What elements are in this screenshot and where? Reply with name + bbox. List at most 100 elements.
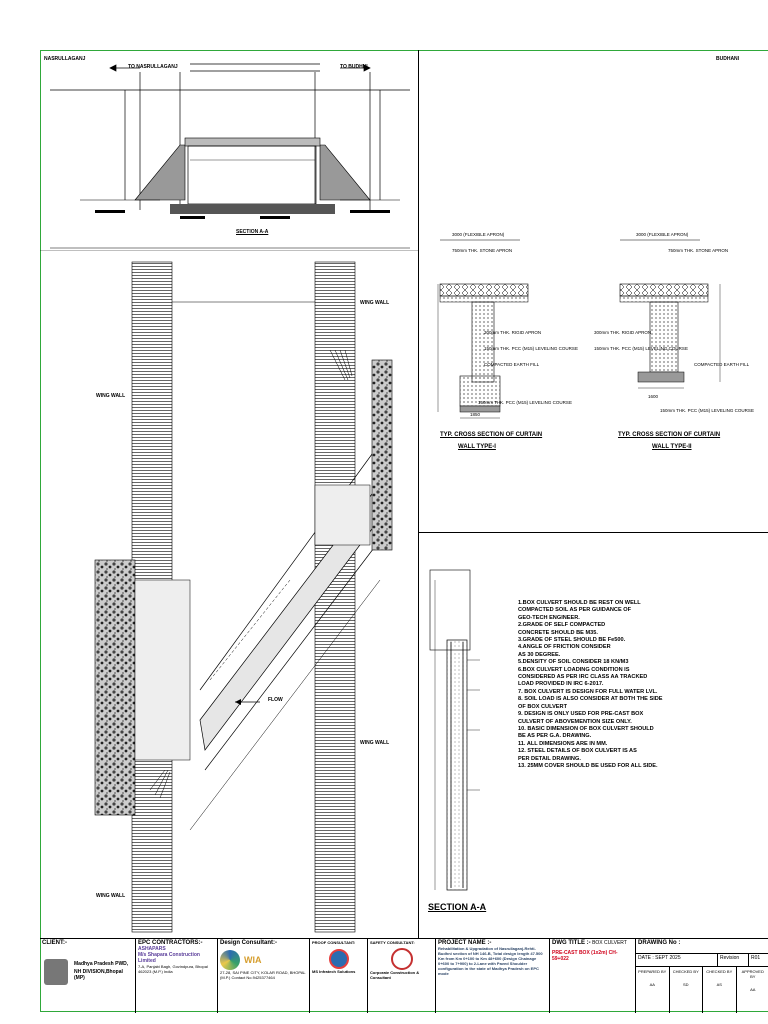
- type2-width-dim: 1600: [648, 394, 659, 399]
- drawing-info-cell: DRAWING No : DATE : SEPT 2025 Revision R…: [636, 939, 768, 1013]
- type2-bottom-pcc: 150mm THK. PCC (M15) LEVELING COURSE: [660, 408, 754, 413]
- drawing-sheet-border: [40, 50, 768, 1012]
- type2-pcc-leveling: 150mm THK. PCC (M15) LEVELING COURSE: [594, 346, 688, 351]
- dwg-title: BOX CULVERT: [592, 940, 627, 946]
- proof-cell: PROOF CONSULTANT: MS Infratech Solutions: [310, 939, 368, 1013]
- culvert-plan-drawing: [40, 250, 418, 933]
- box-wall-section-drawing: [429, 569, 480, 891]
- design-label: Design Consultant:-: [220, 940, 277, 946]
- safety-name: Corporate Construction & Consultant: [370, 970, 420, 980]
- note-line: CONSIDERED AS PER IRC CLASS AA TRACKED: [518, 674, 648, 681]
- direction-nasrullaganj-left: NASRULLAGANJ: [44, 56, 86, 62]
- note-line: 12. STEEL DETAILS OF BOX CULVERT IS AS: [518, 748, 637, 755]
- design-brand: WIA: [244, 955, 262, 965]
- prepared-by-label: PREPARED BY: [638, 969, 667, 974]
- note-line: PER DETAIL DRAWING.: [518, 755, 581, 762]
- type2-flexible-apron: 3000 (FLEXIBLE APRON): [636, 232, 689, 237]
- epc-label: EPC CONTRACTORS:-: [138, 940, 203, 946]
- proof-consultant-logo-icon: [328, 949, 349, 969]
- wing-wall-label-left: WING WALL: [96, 393, 126, 399]
- note-line: COMPACTED SOIL AS PER GUIDANCE OF: [518, 607, 632, 614]
- approved-by-label: APPROVED BY: [741, 969, 764, 979]
- reviewed-by-value: AS: [716, 982, 722, 987]
- type2-compacted-fill: COMPACTED EARTH FILL: [694, 362, 750, 367]
- note-line: 2.GRADE OF SELF COMPACTED: [518, 622, 606, 629]
- note-line: 5.DENSITY OF SOIL CONSIDER 18 KN/M3: [518, 659, 629, 666]
- design-address: 27-28, SAI PINE CITY, KOLAR ROAD, BHOPAL…: [220, 970, 306, 980]
- project-cell: PROJECT NAME :- Rehabilitation & Upgrada…: [436, 939, 550, 1013]
- client-label: CLIENT:-: [42, 940, 67, 946]
- epc-cell: EPC CONTRACTORS:- ASHAPARS M/s Shapara C…: [136, 939, 218, 1013]
- type1-stone-apron: 750mm THK. STONE APRON: [452, 248, 513, 253]
- wing-wall-label-right-bottom: WING WALL: [360, 740, 390, 746]
- flow-label: FLOW: [268, 697, 283, 703]
- proof-label: PROOF CONSULTANT:: [312, 940, 356, 945]
- dwg-title-detail: PRE-CAST BOX (1x2m) CH-59+022: [552, 950, 618, 962]
- safety-cell: SAFETY CONSULTANT: Corporate Constructio…: [368, 939, 436, 1013]
- dwg-title-cell: DWG TITLE :- BOX CULVERT PRE-CAST BOX (1…: [550, 939, 636, 1013]
- design-consultant-logo-icon: [220, 950, 240, 970]
- revision-label: Revision: [717, 954, 748, 966]
- type2-rigid-apron: 300mm THK. RIGID APRON: [594, 330, 652, 335]
- client-name-line2: NH DIVISION,Bhopal (MP): [74, 969, 123, 981]
- note-line: GEO-TECH ENGINEER.: [518, 614, 580, 621]
- type2-title-line2: WALL TYPE-II: [652, 444, 692, 450]
- note-line: 11. ALL DIMENSIONS ARE IN MM.: [518, 740, 608, 747]
- general-notes: 1.BOX CULVERT SHOULD BE REST ON WELL COM…: [518, 600, 678, 770]
- note-line: OF BOX CULVERT: [518, 703, 567, 710]
- note-line: 7. BOX CULVERT IS DESIGN FOR FULL WATER …: [518, 688, 658, 695]
- client-cell: CLIENT:- Madhya Pradesh PWD, NH DIVISION…: [40, 939, 136, 1013]
- note-line: 8. SOIL LOAD IS ALSO CONSIDER AT BOTH TH…: [518, 696, 663, 703]
- type1-bottom-pcc: 150mm THK. PCC (M15) LEVELING COURSE: [478, 400, 572, 405]
- govt-emblem-icon: [44, 959, 68, 985]
- note-line: 13. 25MM COVER SHOULD BE USED FOR ALL SI…: [518, 762, 658, 769]
- curtain-wall-type2-drawing: [619, 239, 721, 389]
- note-line: 1.BOX CULVERT SHOULD BE REST ON WELL: [518, 600, 641, 606]
- design-cell: Design Consultant:- WIA 27-28, SAI PINE …: [218, 939, 310, 1013]
- epc-brand-logo: ASHAPARS: [138, 946, 166, 952]
- note-line: 4.ANGLE OF FRICTION CONSIDER: [518, 644, 611, 651]
- safety-label: SAFETY CONSULTANT:: [370, 940, 415, 945]
- note-line: LOAD PROVIDED IN IRC 6-2017.: [518, 681, 604, 688]
- proof-name: MS Infratech Solutions: [312, 969, 356, 974]
- section-aa-drawing: [50, 63, 410, 249]
- reviewed-by-label: CHECKED BY: [706, 969, 733, 974]
- project-description: Rehabilitation & Upgradation of Nasrulla…: [438, 946, 543, 976]
- type2-title-line1: TYP. CROSS SECTION OF CURTAIN: [618, 432, 721, 438]
- type1-title-line2: WALL TYPE-I: [458, 444, 496, 450]
- dwg-title-label: DWG TITLE :-: [552, 940, 591, 946]
- note-line: 10. BASIC DIMENSION OF BOX CULVERT SHOUL…: [518, 725, 654, 732]
- note-line: 3.GRADE OF STEEL SHOULD BE Fe500.: [518, 637, 626, 644]
- section-aa-right-title: SECTION A-A: [428, 902, 487, 912]
- revision-value: R01: [748, 954, 768, 966]
- direction-to-nasrullaganj: TO NASRULLAGANJ: [128, 64, 178, 70]
- note-line: CULVERT OF ABOVEMENTION SIZE ONLY.: [518, 718, 632, 725]
- note-line: BE AS PER G.A. DRAWING.: [518, 733, 592, 740]
- direction-to-budhni: TO BUDHNI: [340, 64, 368, 70]
- date-label: DATE : SEPT 2025: [638, 955, 681, 961]
- checked-by-value: SD: [682, 982, 689, 987]
- project-label: PROJECT NAME :-: [438, 940, 492, 946]
- type2-stone-apron: 750mm THK. STONE APRON: [668, 248, 729, 253]
- client-name-line1: Madhya Pradesh PWD,: [74, 961, 129, 967]
- note-line: CONCRETE SHOULD BE M35.: [518, 629, 598, 636]
- approved-by-value: AA: [750, 987, 756, 992]
- type1-width-dim: 1850: [470, 412, 481, 417]
- note-line: 6.BOX CULVERT LOADING CONDITION IS: [518, 666, 630, 673]
- safety-consultant-logo-icon: [390, 948, 413, 970]
- sheet-divider-vertical: [418, 50, 419, 938]
- type1-rigid-apron: 300mm THK. RIGID APRON: [484, 330, 542, 335]
- sheet-divider-horizontal: [418, 532, 768, 533]
- note-line: 9. DESIGN IS ONLY USED FOR PRE-CAST BOX: [518, 711, 644, 718]
- type1-title-line1: TYP. CROSS SECTION OF CURTAIN: [440, 432, 543, 438]
- type1-flexible-apron: 3000 (FLEXIBLE APRON): [452, 232, 505, 237]
- epc-address: 7-A, Panjabi Bagh, Govindpura, Bhopal 46…: [138, 964, 208, 974]
- wing-wall-label-left-bottom: WING WALL: [96, 893, 126, 899]
- epc-company-name: M/s Shapara Construction Limited: [138, 952, 200, 964]
- drawing-no-label: DRAWING No :: [636, 939, 768, 954]
- checked-by-label: CHECKED BY: [672, 969, 699, 974]
- section-aa-title: SECTION A-A: [236, 229, 269, 235]
- direction-budhani-right: BUDHANI: [716, 56, 740, 62]
- type1-pcc-leveling: 150mm THK. PCC (M15) LEVELING COURSE: [484, 346, 578, 351]
- title-block: CLIENT:- Madhya Pradesh PWD, NH DIVISION…: [40, 938, 768, 1013]
